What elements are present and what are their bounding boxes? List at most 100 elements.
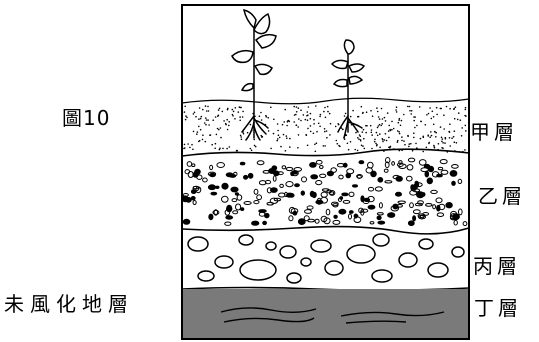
gravel-pebble bbox=[333, 214, 338, 219]
soil-dot bbox=[185, 115, 187, 117]
gravel-pebble bbox=[184, 169, 191, 175]
gravel-pebble bbox=[315, 159, 323, 165]
soil-dot bbox=[429, 107, 431, 109]
soil-dot bbox=[343, 115, 346, 117]
soil-dot bbox=[428, 142, 430, 145]
gravel-pebble bbox=[186, 161, 193, 167]
soil-dot bbox=[282, 133, 285, 136]
soil-dot bbox=[373, 140, 376, 143]
gravel-pebble bbox=[342, 199, 351, 204]
soil-dot bbox=[293, 121, 295, 123]
soil-dot bbox=[184, 118, 187, 121]
soil-dot bbox=[249, 147, 252, 150]
soil-dot bbox=[226, 128, 229, 131]
soil-dot bbox=[204, 140, 207, 143]
unweathered-bedrock-label: 未風化地層 bbox=[4, 292, 134, 316]
soil-dot bbox=[443, 114, 445, 116]
soil-dot bbox=[309, 117, 312, 120]
soil-dot bbox=[413, 132, 415, 134]
soil-dot bbox=[398, 119, 400, 121]
gravel-pebble bbox=[236, 194, 243, 201]
soil-dot bbox=[464, 108, 467, 111]
soil-dot bbox=[379, 133, 381, 135]
gravel-pebble bbox=[332, 219, 341, 225]
gravel-pebble bbox=[348, 213, 352, 220]
soil-dot bbox=[398, 132, 401, 135]
soil-dot bbox=[396, 141, 399, 143]
soil-dot bbox=[389, 128, 391, 131]
soil-dot bbox=[400, 119, 403, 122]
soil-dot bbox=[283, 121, 285, 123]
gravel-pebble bbox=[457, 178, 463, 184]
boundary-yi-bing bbox=[181, 225, 470, 235]
soil-dot bbox=[324, 106, 326, 109]
soil-dot bbox=[335, 139, 338, 142]
sky-area bbox=[182, 5, 469, 105]
soil-dot bbox=[326, 136, 328, 139]
soil-dot bbox=[324, 145, 326, 147]
soil-dot bbox=[205, 110, 208, 112]
gravel-pebble bbox=[266, 201, 274, 206]
soil-dot bbox=[218, 148, 221, 151]
soil-dot bbox=[228, 146, 231, 148]
soil-dot bbox=[234, 118, 236, 120]
soil-dot bbox=[234, 107, 237, 109]
gravel-pebble bbox=[215, 185, 220, 190]
gravel-pebble bbox=[185, 196, 192, 203]
gravel-pebble bbox=[407, 220, 415, 226]
soil-dot bbox=[395, 106, 398, 108]
gravel-pebble bbox=[453, 219, 458, 226]
soil-dot bbox=[399, 124, 402, 127]
rock-fragment bbox=[346, 244, 376, 264]
soil-dot bbox=[276, 139, 278, 142]
soil-dot bbox=[443, 128, 446, 130]
soil-dot bbox=[358, 138, 360, 140]
gravel-pebble bbox=[264, 212, 270, 219]
gravel-pebble bbox=[418, 159, 427, 166]
gravel-pebble bbox=[430, 189, 438, 194]
rock-fragment bbox=[265, 241, 277, 251]
gravel-pebble bbox=[240, 207, 245, 212]
soil-dot bbox=[196, 131, 199, 133]
soil-dot bbox=[249, 123, 252, 126]
gravel-pebble bbox=[285, 166, 294, 172]
gravel-pebble bbox=[272, 175, 277, 182]
soil-dot bbox=[237, 111, 240, 113]
soil-dot bbox=[342, 128, 344, 131]
soil-dot bbox=[231, 108, 234, 111]
soil-dot bbox=[401, 149, 403, 152]
gravel-pebble bbox=[216, 162, 226, 168]
soil-dot bbox=[222, 147, 224, 150]
soil-dot bbox=[427, 135, 429, 137]
soil-dot bbox=[408, 105, 411, 108]
soil-dot bbox=[445, 105, 448, 108]
soil-dot bbox=[280, 145, 282, 148]
soil-dot bbox=[278, 136, 281, 139]
soil-dot bbox=[409, 110, 411, 112]
soil-dot bbox=[396, 130, 399, 132]
soil-dot bbox=[464, 124, 467, 127]
gravel-pebble bbox=[339, 196, 344, 200]
gravel-pebble bbox=[232, 210, 239, 215]
figure-caption: 圖10 bbox=[62, 106, 111, 130]
gravel-pebble bbox=[325, 208, 331, 216]
soil-dot bbox=[464, 149, 466, 151]
gravel-pebble bbox=[309, 190, 315, 198]
gravel-pebble bbox=[243, 201, 252, 205]
gravel-pebble bbox=[414, 181, 420, 188]
soil-dot bbox=[214, 142, 217, 145]
gravel-pebble bbox=[213, 209, 218, 216]
soil-dot bbox=[306, 144, 309, 147]
soil-dot bbox=[429, 136, 431, 138]
soil-dot bbox=[380, 124, 382, 127]
soil-dot bbox=[218, 128, 220, 131]
soil-dot bbox=[258, 115, 261, 117]
soil-dot bbox=[424, 124, 427, 126]
soil-dot bbox=[465, 130, 467, 132]
gravel-pebble bbox=[306, 205, 314, 210]
soil-dot bbox=[221, 110, 224, 113]
soil-dot bbox=[285, 135, 288, 137]
rock-fragment bbox=[398, 252, 418, 268]
soil-dot bbox=[227, 107, 229, 110]
gravel-pebble bbox=[323, 217, 331, 225]
